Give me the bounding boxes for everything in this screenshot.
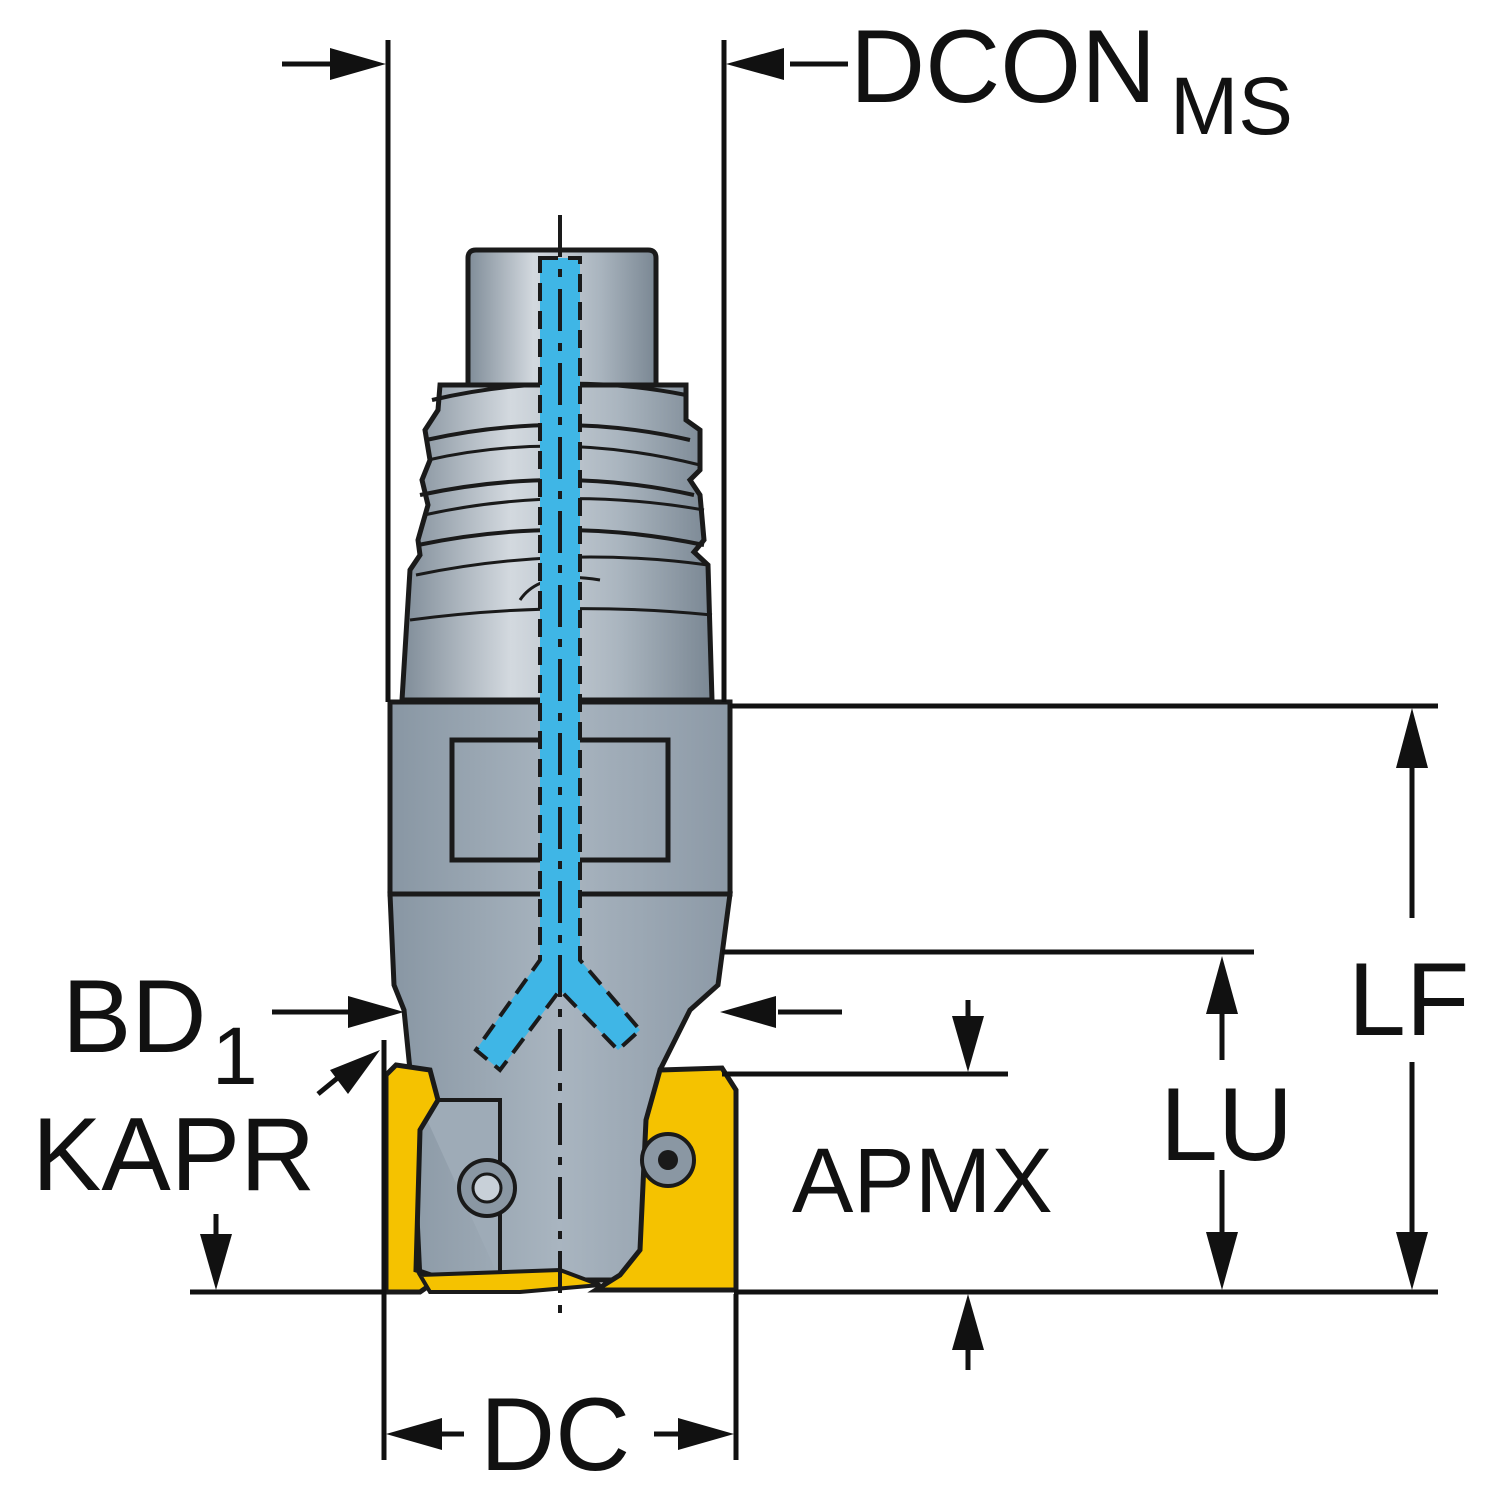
dcon-label: DCON	[850, 9, 1156, 125]
cutter-face	[416, 1267, 601, 1294]
kapr-dimension	[190, 1040, 387, 1460]
insert-right	[587, 1065, 739, 1293]
dc-label: DC	[480, 1377, 630, 1489]
apmx-dimension	[722, 1000, 1008, 1370]
bd-subscript: 1	[212, 1011, 258, 1102]
lf-dimension	[730, 703, 1438, 1295]
dcon-subscript: MS	[1170, 61, 1293, 152]
dc-dimension	[386, 1294, 739, 1460]
kapr-label: KAPR	[32, 1097, 315, 1213]
lu-dimension	[722, 949, 1254, 1290]
lf-label: LF	[1348, 942, 1469, 1058]
bd-label: BD	[62, 959, 206, 1075]
bd1-dimension	[272, 996, 842, 1028]
apmx-label: APMX	[792, 1130, 1053, 1232]
lu-label: LU	[1160, 1067, 1293, 1183]
dcon-dimension	[282, 40, 848, 702]
